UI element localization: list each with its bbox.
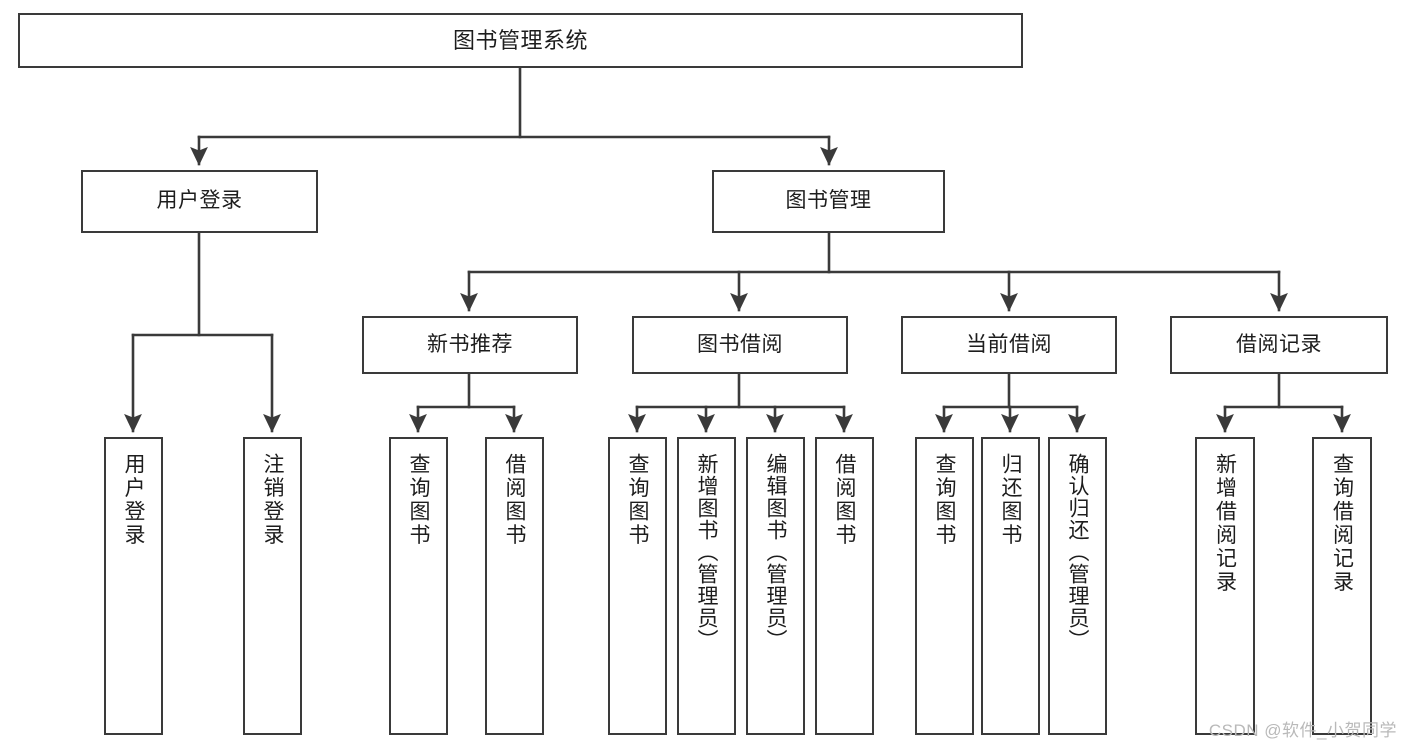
leaf-return-book[interactable]: 归还图书 [981,437,1040,735]
node-label: 用户登录 [122,453,145,547]
node-label: 借阅图书 [503,453,526,547]
node-label: 查询图书 [407,453,430,547]
leaf-edit-book-admin[interactable]: 编辑图书（管理员） [746,437,805,735]
node-book-borrow[interactable]: 图书借阅 [632,316,848,374]
node-label: 编辑图书（管理员） [764,453,787,651]
node-label: 新书推荐 [427,332,513,356]
node-label: 新增借阅记录 [1213,453,1237,594]
node-current-borrow[interactable]: 当前借阅 [901,316,1117,374]
leaf-borrow-book-new[interactable]: 借阅图书 [485,437,544,735]
leaf-confirm-return-admin[interactable]: 确认归还（管理员） [1048,437,1107,735]
node-label: 新增图书（管理员） [695,453,718,651]
node-label: 查询借阅记录 [1330,453,1354,594]
node-user-login[interactable]: 用户登录 [81,170,318,233]
leaf-query-book-current[interactable]: 查询图书 [915,437,974,735]
leaf-add-book-admin[interactable]: 新增图书（管理员） [677,437,736,735]
node-label: 用户登录 [156,189,243,213]
leaf-query-book-new[interactable]: 查询图书 [389,437,448,735]
leaf-logout[interactable]: 注销登录 [243,437,302,735]
node-label: 借阅记录 [1236,332,1322,356]
node-label: 图书管理系统 [452,27,588,53]
leaf-borrow-book[interactable]: 借阅图书 [815,437,874,735]
leaf-user-login[interactable]: 用户登录 [104,437,163,735]
node-label: 确认归还（管理员） [1066,453,1089,651]
leaf-query-book-borrow[interactable]: 查询图书 [608,437,667,735]
watermark: CSDN @软件_小贺同学 [1208,721,1397,740]
node-label: 借阅图书 [833,453,856,547]
node-label: 图书借阅 [697,332,783,356]
node-label: 注销登录 [261,453,284,547]
node-label: 查询图书 [933,453,956,547]
node-label: 查询图书 [626,453,649,547]
leaf-query-borrow-record[interactable]: 查询借阅记录 [1312,437,1372,735]
node-label: 图书管理 [785,189,872,213]
node-borrow-record[interactable]: 借阅记录 [1170,316,1388,374]
node-new-book-recommend[interactable]: 新书推荐 [362,316,578,374]
node-book-manage[interactable]: 图书管理 [712,170,945,233]
node-label: 归还图书 [999,453,1022,547]
leaf-add-borrow-record[interactable]: 新增借阅记录 [1195,437,1255,735]
node-root-system[interactable]: 图书管理系统 [18,13,1023,68]
node-label: 当前借阅 [966,332,1052,356]
